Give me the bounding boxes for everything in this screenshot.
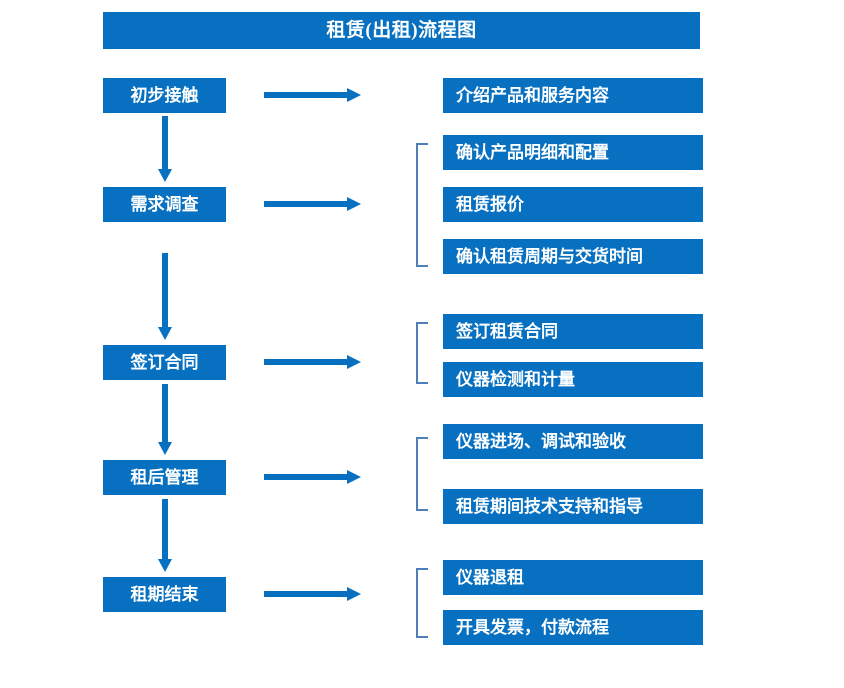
detail-label-5: 签订租赁合同	[456, 322, 558, 341]
stage-box-3[interactable]: 签订合同	[103, 345, 226, 380]
detail-label-1: 介绍产品和服务内容	[456, 86, 609, 105]
stage-box-4[interactable]: 租后管理	[103, 460, 226, 495]
stage-label-4: 租后管理	[130, 468, 199, 487]
flow-arrow-right-4	[264, 470, 361, 484]
flow-arrow-right-5	[264, 587, 361, 601]
detail-box-6[interactable]: 仪器检测和计量	[443, 362, 703, 397]
group-bracket-5	[416, 568, 428, 638]
detail-box-9[interactable]: 仪器退租	[443, 560, 703, 595]
stage-box-1[interactable]: 初步接触	[103, 78, 226, 113]
diagram-title-bar: 租赁(出租)流程图	[103, 12, 700, 49]
detail-label-6: 仪器检测和计量	[456, 370, 575, 389]
detail-box-10[interactable]: 开具发票，付款流程	[443, 610, 703, 645]
detail-box-8[interactable]: 租赁期间技术支持和指导	[443, 489, 703, 524]
stage-box-5[interactable]: 租期结束	[103, 577, 226, 612]
detail-box-4[interactable]: 确认租赁周期与交货时间	[443, 239, 703, 274]
flow-arrow-down-3	[158, 384, 172, 455]
diagram-title: 租赁(出租)流程图	[326, 20, 477, 41]
detail-box-2[interactable]: 确认产品明细和配置	[443, 135, 703, 170]
flow-arrow-right-2	[264, 197, 361, 211]
group-bracket-4	[416, 437, 428, 511]
detail-label-4: 确认租赁周期与交货时间	[456, 247, 643, 266]
flow-arrow-right-1	[264, 88, 361, 102]
flow-arrow-down-2	[158, 253, 172, 340]
group-bracket-3	[416, 322, 428, 384]
detail-label-10: 开具发票，付款流程	[456, 618, 609, 637]
detail-box-7[interactable]: 仪器进场、调试和验收	[443, 424, 703, 459]
stage-label-3: 签订合同	[130, 353, 199, 372]
detail-label-2: 确认产品明细和配置	[456, 143, 609, 162]
stage-box-2[interactable]: 需求调查	[103, 187, 226, 222]
group-bracket-2	[416, 143, 428, 267]
stage-label-1: 初步接触	[130, 86, 199, 105]
flow-arrow-right-3	[264, 355, 361, 369]
detail-label-8: 租赁期间技术支持和指导	[456, 497, 643, 516]
detail-label-7: 仪器进场、调试和验收	[456, 432, 626, 451]
detail-box-1[interactable]: 介绍产品和服务内容	[443, 78, 703, 113]
detail-label-9: 仪器退租	[456, 568, 524, 587]
stage-label-2: 需求调查	[130, 195, 199, 214]
flow-arrow-down-1	[158, 116, 172, 182]
flow-arrow-down-4	[158, 499, 172, 572]
detail-box-3[interactable]: 租赁报价	[443, 187, 703, 222]
stage-label-5: 租期结束	[130, 585, 199, 604]
detail-label-3: 租赁报价	[456, 195, 524, 214]
detail-box-5[interactable]: 签订租赁合同	[443, 314, 703, 349]
